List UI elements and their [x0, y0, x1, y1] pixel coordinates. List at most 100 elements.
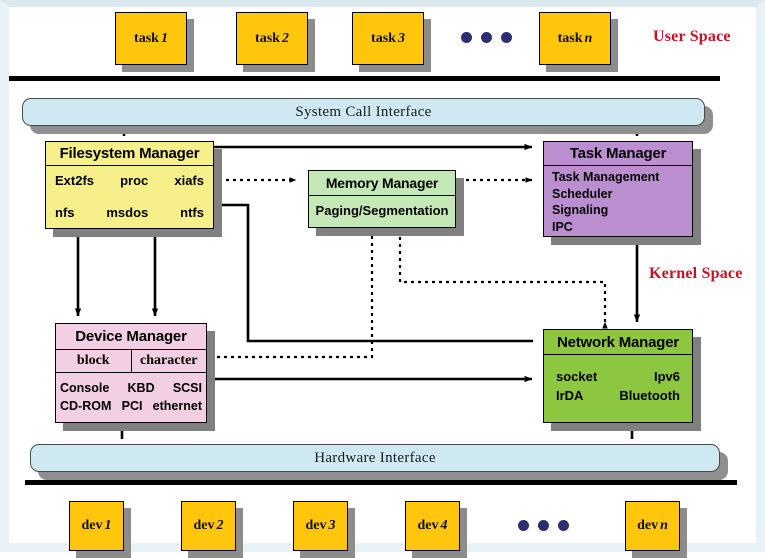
task-ellipsis [461, 32, 512, 43]
ellipsis-dot [481, 32, 492, 43]
device-index: n [660, 518, 668, 533]
device-label: dev [637, 518, 659, 533]
user-space-label: User Space [653, 28, 731, 45]
task-label: task [371, 30, 396, 46]
fs-item: Ext2fs [55, 172, 95, 188]
hardware-interface-label: Hardware Interface [30, 444, 720, 472]
device-label: dev [417, 518, 439, 533]
filesystem-manager-body: Ext2fs proc xiafs nfs msdos ntfs [46, 166, 213, 228]
ellipsis-dot [538, 520, 549, 531]
network-item: IrDA [556, 388, 584, 404]
ellipsis-dot [558, 520, 569, 531]
device-index: 3 [328, 518, 336, 533]
network-manager-module[interactable]: Network Manager socket Ipv6 IrDA Bluetoo… [543, 329, 701, 431]
filesystem-row-1: Ext2fs proc xiafs [55, 173, 204, 189]
user-kernel-divider [9, 76, 720, 81]
memory-manager-face: Memory Manager Paging/Segmentation [308, 170, 456, 228]
device-item: ethernet [152, 398, 202, 413]
system-call-interface-label: System Call Interface [22, 98, 705, 126]
memory-manager-module[interactable]: Memory Manager Paging/Segmentation [308, 170, 464, 236]
device-manager-classes: block character [56, 349, 206, 373]
device-label: dev [193, 518, 215, 533]
task-label: task [134, 30, 159, 46]
filesystem-manager-face: Filesystem Manager Ext2fs proc xiafs nfs… [45, 141, 214, 229]
filesystem-row-2: nfs msdos ntfs [55, 205, 204, 221]
ellipsis-dot [518, 520, 529, 531]
system-call-interface-bar[interactable]: System Call Interface [22, 98, 713, 134]
hardware-interface-bar[interactable]: Hardware Interface [30, 444, 728, 480]
memory-manager-title: Memory Manager [309, 171, 455, 196]
device-class-block: block [56, 350, 132, 372]
network-manager-body: socket Ipv6 IrDA Bluetooth [544, 355, 692, 422]
device-index: 1 [104, 518, 112, 533]
filesystem-manager-title: Filesystem Manager [46, 142, 213, 166]
fs-item: proc [120, 172, 149, 188]
device-index: 4 [440, 518, 448, 533]
task-manager-item: Scheduler [552, 186, 613, 201]
task-manager-item: Signaling [552, 203, 609, 217]
device-item: KBD [127, 380, 155, 395]
device-label: dev [305, 518, 327, 533]
device-item: SCSI [172, 380, 202, 395]
kernel-hardware-divider [25, 480, 737, 485]
link-dm-mm [196, 227, 375, 360]
device-label: dev [81, 518, 103, 533]
device-class-character: character [139, 353, 198, 368]
network-manager-face: Network Manager socket Ipv6 IrDA Bluetoo… [543, 329, 693, 423]
device-manager-title: Device Manager [56, 324, 206, 349]
task-label: task [557, 30, 583, 46]
ellipsis-dot [501, 32, 512, 43]
device-ellipsis [518, 520, 569, 531]
task-index: 3 [397, 30, 405, 46]
fs-item: nfs [55, 205, 75, 220]
network-item: Ipv6 [653, 369, 680, 384]
task-label: task [255, 30, 280, 46]
network-manager-title: Network Manager [544, 330, 692, 355]
device-item: Console [60, 380, 110, 395]
task-manager-item: IPC [552, 219, 573, 234]
fs-item: msdos [106, 205, 149, 220]
network-item: Bluetooth [619, 388, 680, 404]
task-manager-face: Task Manager Task Management Scheduler S… [543, 141, 693, 237]
device-item: CD-ROM [60, 398, 112, 413]
fs-item: ntfs [180, 205, 204, 220]
task-manager-body: Task Management Scheduler Signaling IPC [544, 166, 692, 236]
filesystem-manager-module[interactable]: Filesystem Manager Ext2fs proc xiafs nfs… [45, 141, 222, 237]
network-item: socket [556, 369, 598, 384]
task-index: n [584, 30, 593, 46]
kernel-space-label: Kernel Space [649, 265, 743, 282]
device-manager-body: Console KBD SCSI CD-ROM PCI ethernet [56, 373, 206, 422]
fs-item: xiafs [174, 172, 204, 188]
task-manager-title: Task Manager [544, 142, 692, 166]
task-index: 1 [160, 30, 168, 46]
device-index: 2 [216, 518, 224, 533]
memory-manager-body: Paging/Segmentation [309, 196, 455, 227]
device-manager-module[interactable]: Device Manager block character Console K… [55, 323, 215, 431]
network-row-2: IrDA Bluetooth [556, 388, 680, 404]
task-manager-module[interactable]: Task Manager Task Management Scheduler S… [543, 141, 701, 245]
memory-manager-subtitle: Paging/Segmentation [315, 203, 449, 219]
task-index: 2 [281, 30, 289, 46]
device-item: PCI [121, 398, 143, 413]
link-nm-mm [397, 227, 608, 329]
task-manager-item: Task Management [552, 170, 660, 184]
